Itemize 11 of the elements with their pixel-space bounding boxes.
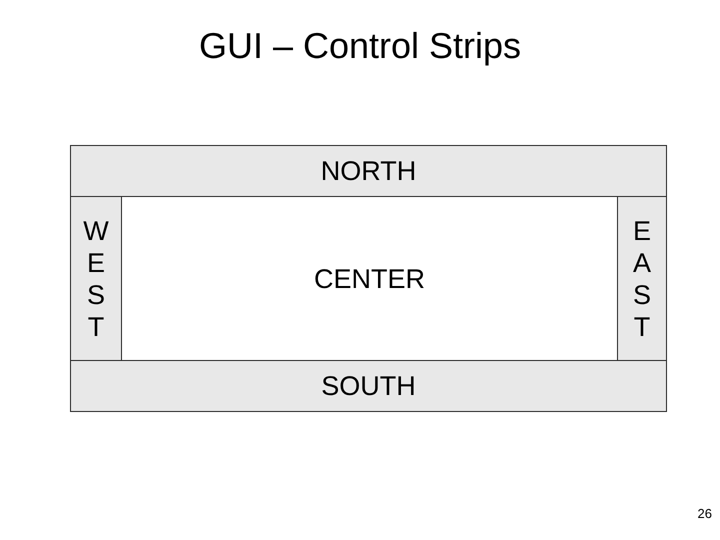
panel-label: SOUTH xyxy=(321,370,416,402)
north-panel xyxy=(70,145,667,197)
panel-label: WEST xyxy=(82,214,110,342)
title: GUI – Control Strips xyxy=(198,24,522,68)
east-panel xyxy=(617,196,667,361)
south-panel xyxy=(70,360,667,412)
page-number: 26 xyxy=(698,506,712,522)
west-panel xyxy=(70,196,122,361)
panel-label: CENTER xyxy=(314,262,425,294)
panel-label: NORTH xyxy=(320,155,416,187)
panel-label: EAST xyxy=(632,214,652,342)
